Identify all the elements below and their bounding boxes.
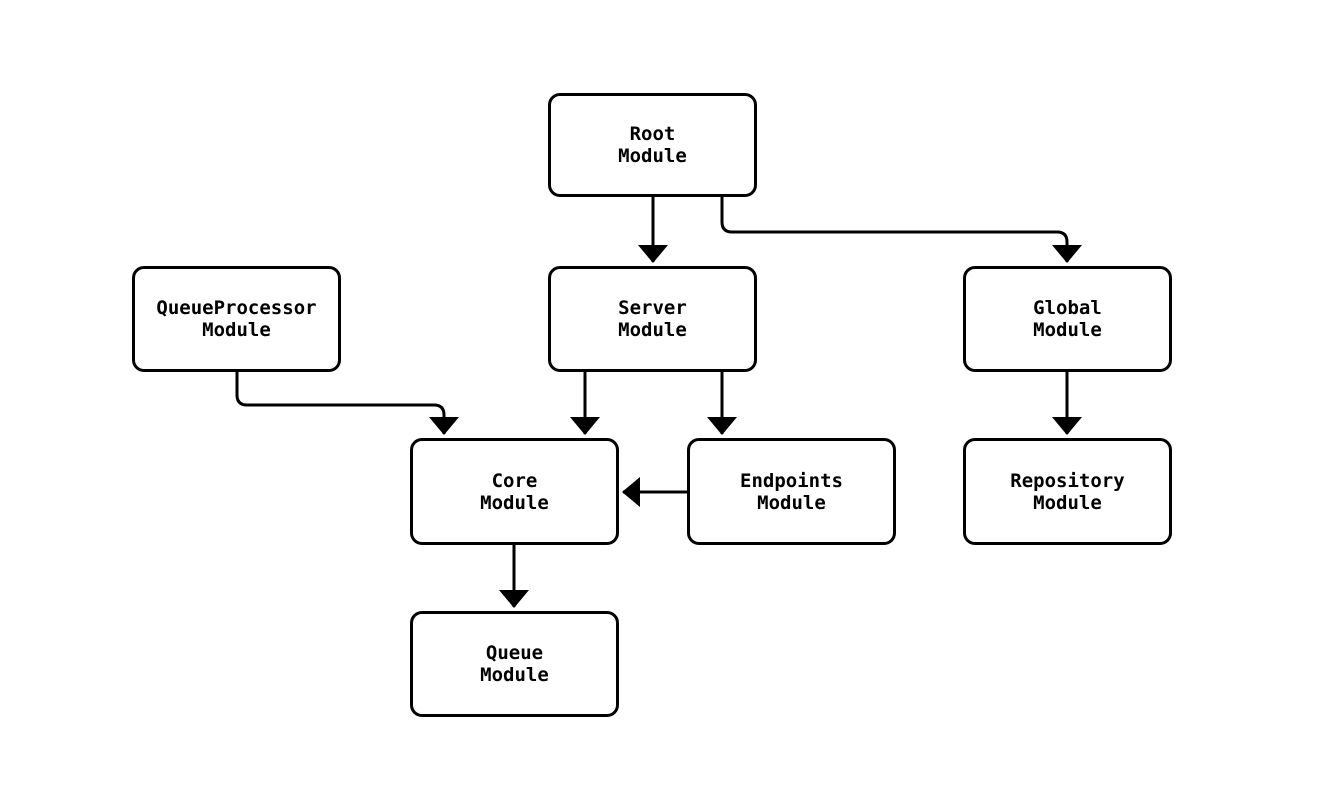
node-server-module: Server Module <box>548 266 757 372</box>
node-repository-module: Repository Module <box>963 438 1172 545</box>
edge-queueprocessor-to-core-arrow <box>235 372 459 435</box>
node-core-module: Core Module <box>410 438 619 545</box>
node-queue-module: Queue Module <box>410 611 619 717</box>
edge-root-to-global-arrow <box>720 197 1082 263</box>
node-queueprocessor-module: QueueProcessor Module <box>132 266 341 372</box>
node-root-module: Root Module <box>548 93 757 197</box>
node-endpoints-module: Endpoints Module <box>687 438 896 545</box>
node-global-module: Global Module <box>963 266 1172 372</box>
